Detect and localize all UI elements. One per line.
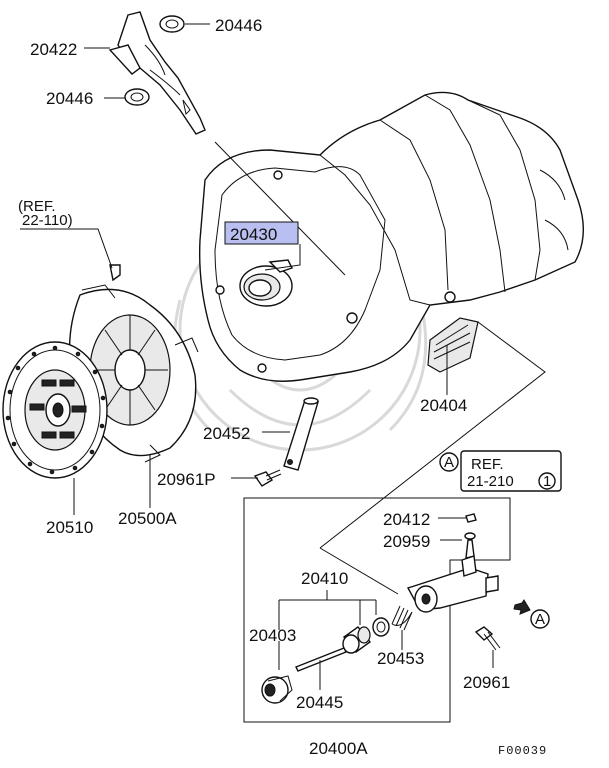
label-20959: 20959 [383, 532, 430, 551]
label-20422: 20422 [30, 40, 77, 59]
slave-cylinder [406, 513, 499, 613]
release-bearing [239, 259, 293, 307]
arrow-a-marker: A [535, 611, 545, 628]
ref-a-marker: A [444, 454, 454, 471]
ref-arrow [513, 599, 531, 615]
spring [391, 605, 413, 631]
cup-seal [372, 617, 390, 637]
label-20961P: 20961P [157, 470, 216, 489]
label-20510: 20510 [46, 518, 93, 537]
label-20412: 20412 [383, 510, 430, 529]
leader-lines-sub [278, 517, 466, 670]
label-20961: 20961 [463, 673, 510, 692]
label-20446-mid: 20446 [46, 89, 93, 108]
washer-mid [124, 88, 150, 106]
transmission-housing [199, 91, 585, 382]
ref-21-210-label: REF. [471, 456, 504, 473]
ref-21-210-circle-num: 1 [543, 473, 551, 490]
pushrod [283, 397, 319, 471]
label-20410: 20410 [301, 569, 348, 588]
bolt-20961 [474, 626, 501, 668]
ref-21-210-number: 21-210 [467, 473, 514, 490]
label-20452: 20452 [203, 424, 250, 443]
label-20453: 20453 [377, 649, 424, 668]
figure-code: F00039 [498, 744, 547, 758]
label-20446-top: 20446 [215, 16, 262, 35]
subassembly-frame [243, 497, 511, 723]
ref-22-110-number: 22-110) [22, 212, 73, 229]
leader-lines [20, 23, 546, 595]
ref-21-210-box [460, 450, 562, 492]
bolt-20961P [253, 469, 282, 487]
label-20445: 20445 [296, 693, 343, 712]
piston [342, 626, 372, 654]
washer-top [159, 15, 185, 33]
label-20500A: 20500A [118, 509, 177, 528]
clutch-fork [108, 11, 206, 135]
ref-22-110-label: (REF. [18, 198, 56, 215]
slave-pushrod [295, 647, 347, 672]
slave-boot [261, 675, 293, 704]
label-20404: 20404 [420, 396, 467, 415]
label-20400A: 20400A [309, 739, 368, 758]
ref-bolt [109, 264, 121, 282]
dust-boot [427, 317, 479, 373]
clutch-disc [2, 341, 108, 479]
label-20403: 20403 [249, 626, 296, 645]
highlight-20430 [224, 221, 299, 245]
label-20430: 20430 [230, 225, 277, 244]
ref-21-210-group: A REF. 21-210 1 [439, 450, 562, 492]
